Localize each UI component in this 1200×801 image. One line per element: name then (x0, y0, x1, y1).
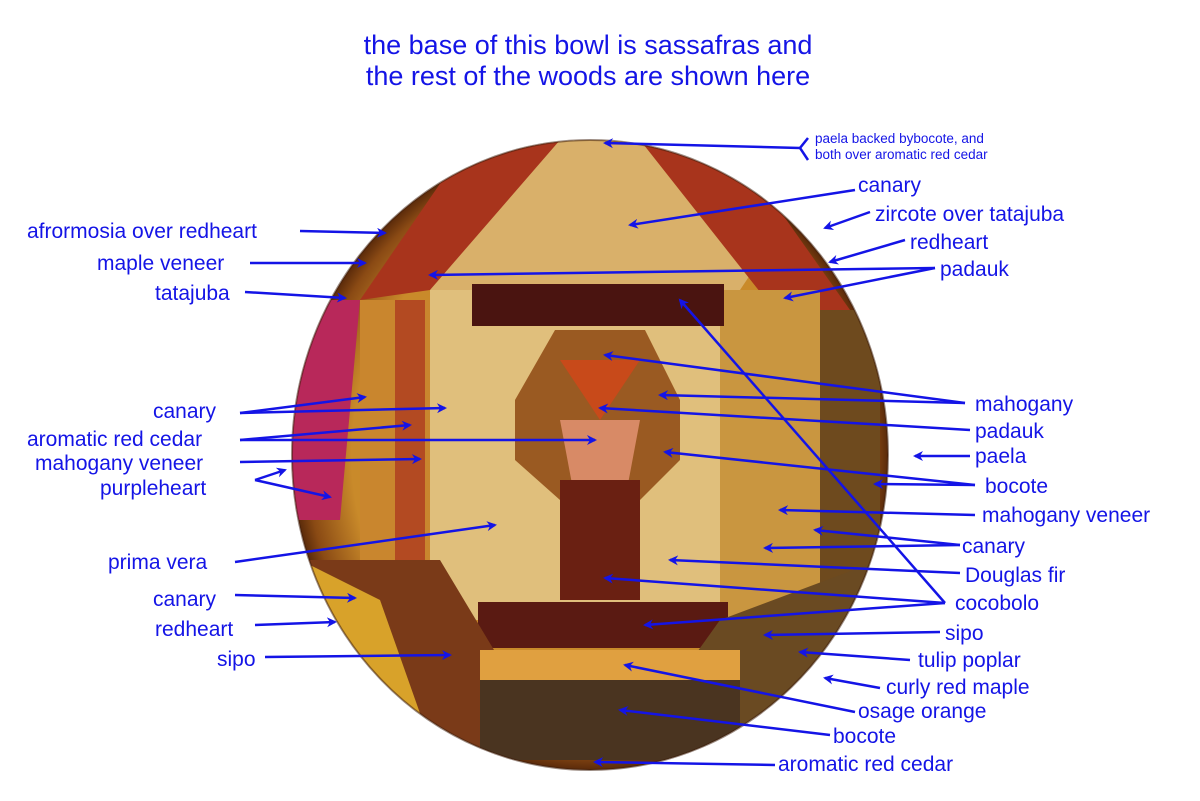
top-note-line-1: paela backed bybocote, and (815, 131, 984, 146)
arrow (254, 478, 332, 501)
wood-label: osage orange (858, 700, 987, 723)
wood-label: padauk (975, 420, 1044, 443)
arrow (239, 454, 422, 465)
wood-label: tatajuba (155, 282, 230, 305)
wood-label: aromatic red cedar (778, 753, 954, 776)
wood-label: bocote (985, 475, 1049, 498)
wood-label: aromatic red cedar (27, 428, 203, 451)
wood-label: mahogany veneer (982, 504, 1151, 527)
arrow (643, 601, 946, 630)
wood-label: canary (962, 535, 1026, 558)
wood-label: maple veneer (97, 252, 225, 275)
arrow (603, 351, 966, 405)
arrow (603, 138, 801, 150)
wood-label: zircote over tatajuba (875, 203, 1065, 226)
wood-label: sipo (217, 648, 256, 671)
arrow (678, 298, 946, 604)
wood-label: redheart (155, 618, 234, 641)
top-note: paela backed bybocote, and both over aro… (815, 131, 988, 163)
wood-label: redheart (910, 231, 989, 254)
arrow (254, 617, 337, 628)
arrow (778, 505, 976, 517)
arrow (244, 290, 347, 303)
wood-label: prima vera (108, 551, 208, 574)
title-line-1: the base of this bowl is sassafras and (363, 30, 813, 60)
arrow (828, 238, 906, 265)
top-note-line-2: both over aromatic red cedar (815, 147, 988, 162)
wood-label: paela (975, 445, 1027, 468)
arrow (428, 266, 936, 280)
arrow (299, 227, 387, 238)
wood-label: purpleheart (100, 477, 207, 500)
page-title: the base of this bowl is sassafras and t… (0, 30, 1176, 92)
wood-label: cocobolo (955, 592, 1040, 615)
arrow (798, 647, 911, 662)
arrow (763, 629, 941, 640)
wood-label: Douglas fir (965, 564, 1066, 587)
arrow (239, 403, 447, 415)
arrow (783, 266, 936, 302)
arrow (823, 210, 871, 231)
arrow (264, 650, 452, 661)
arrow (658, 390, 966, 405)
arrow (873, 479, 976, 490)
wood-label: mahogany (975, 393, 1074, 416)
wood-label: afrormosia over redheart (27, 220, 257, 243)
arrow (623, 661, 856, 714)
arrow (663, 447, 976, 487)
arrow (234, 592, 357, 603)
arrows (234, 138, 976, 768)
wood-label: padauk (940, 258, 1009, 281)
wood-label: tulip poplar (918, 649, 1021, 672)
wood-label: bocote (833, 725, 897, 748)
title-line-2: the rest of the woods are shown here (365, 61, 811, 91)
bracket-mark (798, 137, 810, 161)
wood-label: sipo (945, 622, 984, 645)
arrow (593, 757, 776, 768)
arrow (628, 188, 856, 229)
arrow (254, 467, 287, 482)
wood-label: mahogany veneer (35, 452, 204, 475)
wood-label: curly red maple (886, 676, 1030, 699)
arrow (668, 555, 961, 575)
arrow (239, 393, 367, 415)
arrow (763, 542, 961, 553)
arrow (603, 573, 946, 605)
arrow (234, 521, 497, 564)
wood-label: canary (153, 400, 217, 423)
wood-label: canary (858, 174, 922, 197)
arrow (618, 705, 831, 737)
arrow (823, 674, 881, 690)
wood-label: canary (153, 588, 217, 611)
arrow (239, 420, 412, 442)
